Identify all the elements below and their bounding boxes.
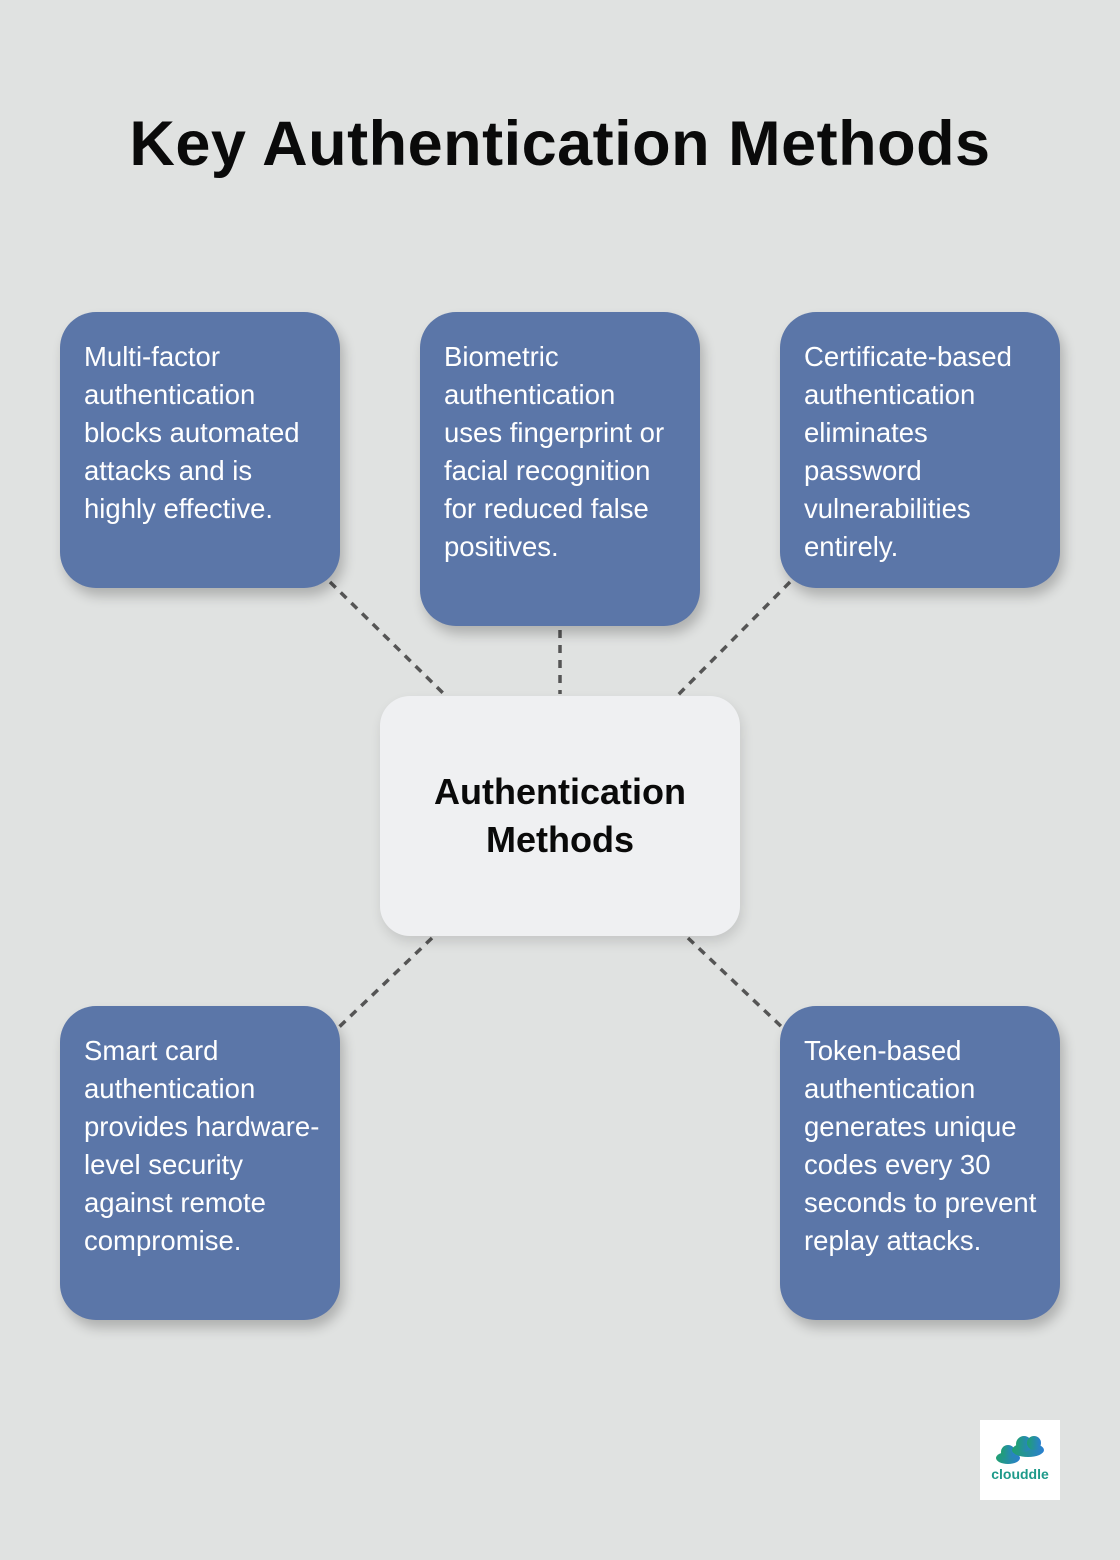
method-text: Smart card authentication provides hardw… [84,1035,320,1256]
method-box-biometric: Biometric authentication uses fingerprin… [420,312,700,626]
cloud-icon [996,1436,1044,1464]
method-text: Certificate-based authentication elimina… [804,341,1012,562]
method-box-certificate: Certificate-based authentication elimina… [780,312,1060,588]
clouddle-logo: clouddle [980,1420,1060,1500]
method-box-token: Token-based authentication generates uni… [780,1006,1060,1320]
logo-text: clouddle [991,1466,1049,1482]
method-box-smart-card: Smart card authentication provides hardw… [60,1006,340,1320]
method-text: Token-based authentication generates uni… [804,1035,1037,1256]
method-text: Multi-factor authentication blocks autom… [84,341,300,524]
center-node: Authentication Methods [380,696,740,936]
connector-certificate [676,580,792,697]
page-title: Key Authentication Methods [129,109,991,179]
method-text: Biometric authentication uses fingerprin… [444,341,665,562]
connector-mfa [328,580,447,697]
connector-smart-card [334,936,434,1032]
method-box-mfa: Multi-factor authentication blocks autom… [60,312,340,588]
connector-token [686,936,787,1032]
center-label: Authentication Methods [434,771,686,860]
